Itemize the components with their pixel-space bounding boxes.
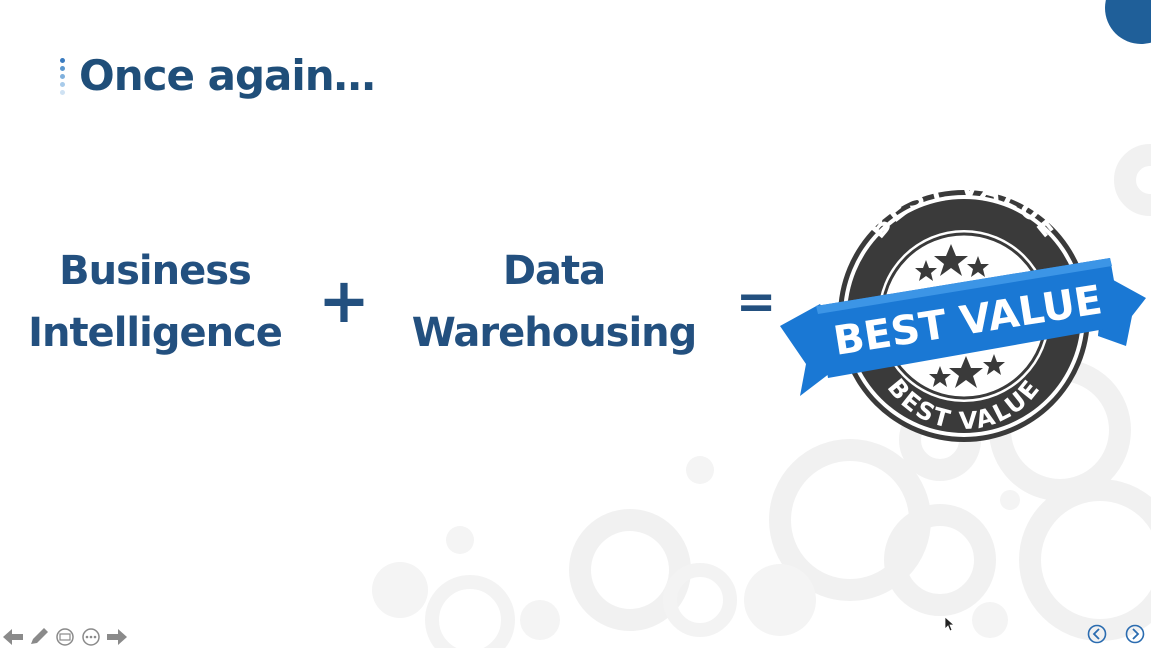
term-line: Business <box>59 248 252 294</box>
title-bullet-dots-icon <box>60 57 65 95</box>
stamp-stars-bottom-icon <box>929 354 1005 388</box>
slides-icon[interactable] <box>54 628 76 646</box>
pen-icon[interactable] <box>28 628 50 646</box>
best-value-stamp-icon: BEST VALUE BEST VALUE BEST VALUE <box>780 186 1146 442</box>
equals-sign: = <box>736 274 777 330</box>
presenter-toolbar <box>2 628 128 646</box>
title-bar: Once again… <box>60 51 376 100</box>
more-icon[interactable] <box>80 628 102 646</box>
corner-accent-circle <box>1105 0 1151 44</box>
next-arrow-icon[interactable] <box>106 628 128 646</box>
data-warehousing-term: Data Warehousing <box>402 240 706 364</box>
previous-arrow-icon[interactable] <box>2 628 24 646</box>
stamp-stars-top-icon <box>915 244 989 281</box>
term-line: Data <box>502 248 606 294</box>
term-line: Intelligence <box>28 310 283 356</box>
previous-slide-icon[interactable] <box>1087 624 1107 644</box>
next-slide-icon[interactable] <box>1125 624 1145 644</box>
plus-sign: + <box>318 264 370 337</box>
mouse-cursor-icon <box>944 616 956 632</box>
slide-navigation <box>1087 624 1145 644</box>
slide-title: Once again… <box>79 51 376 100</box>
business-intelligence-term: Business Intelligence <box>22 240 288 364</box>
term-line: Warehousing <box>411 310 698 356</box>
